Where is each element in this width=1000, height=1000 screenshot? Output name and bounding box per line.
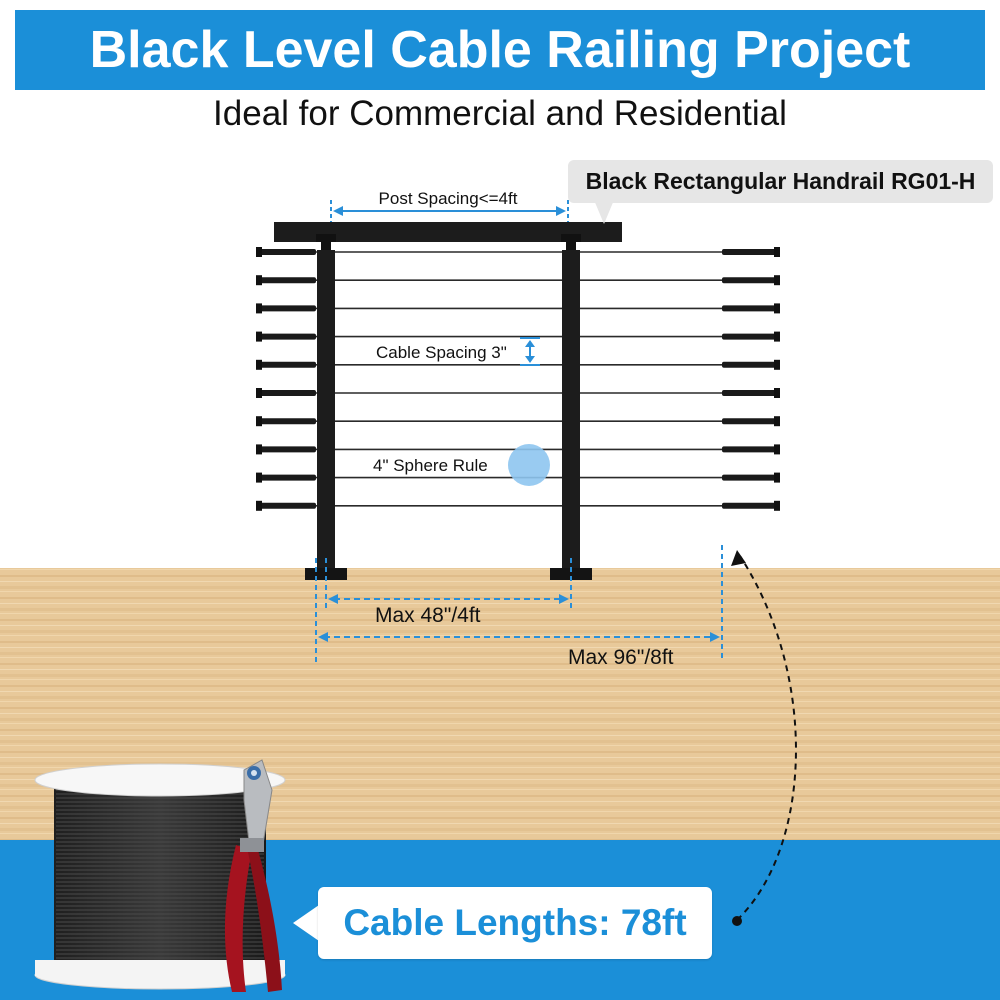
cable-terminal-cap-right xyxy=(774,303,780,314)
cable-terminal-left xyxy=(258,446,316,453)
page-title: Black Level Cable Railing Project xyxy=(89,21,911,79)
handrail-tag: Black Rectangular Handrail RG01-H xyxy=(568,160,993,203)
callout-anchor-dot xyxy=(732,916,742,926)
cable-terminal-left xyxy=(258,249,316,255)
cable-terminal-right xyxy=(722,249,778,255)
cable-terminal-left xyxy=(258,390,316,396)
post-left xyxy=(305,234,347,580)
cable-terminal-cap-right xyxy=(774,275,780,286)
sphere-rule-circle xyxy=(508,444,550,486)
handrail-tag-pointer xyxy=(594,200,614,224)
cable-terminal-right xyxy=(722,446,778,453)
cable-terminal-cap-left xyxy=(256,247,262,257)
cable-terminal-right xyxy=(722,474,778,481)
cable-terminal-right xyxy=(722,277,778,284)
page-subtitle: Ideal for Commercial and Residential xyxy=(213,94,787,133)
max-cable-span-dimension xyxy=(318,632,720,642)
callout-pointer xyxy=(293,905,319,941)
cable-terminal-cap-left xyxy=(256,303,262,314)
cable-terminal-left xyxy=(258,277,316,284)
span-extension-lines xyxy=(315,545,723,662)
cable-spacing-label: Cable Spacing 3" xyxy=(376,343,507,362)
cable-terminal-cap-left xyxy=(256,500,262,511)
cable-terminal-cap-right xyxy=(774,247,780,257)
max-cable-span-label: Max 96"/8ft xyxy=(568,646,674,669)
cable-terminal-right xyxy=(722,305,778,312)
cable-lengths-callout: Cable Lengths: 78ft xyxy=(318,887,712,959)
callout-arrowhead-icon xyxy=(731,550,746,566)
cable-terminal-cap-left xyxy=(256,331,262,342)
cable-terminal-cap-right xyxy=(774,331,780,342)
cable-terminal-right xyxy=(722,418,778,425)
cable-lengths-label: Cable Lengths: 78ft xyxy=(343,902,687,943)
cable-terminal-right xyxy=(722,361,778,368)
cable-terminal-cap-left xyxy=(256,275,262,286)
max-post-span-label: Max 48"/4ft xyxy=(375,604,481,627)
sphere-rule-label: 4" Sphere Rule xyxy=(373,456,488,475)
cable-cutter-icon xyxy=(224,759,282,992)
handrail xyxy=(274,222,622,242)
cable-terminal-cap-left xyxy=(256,416,262,427)
post-spacing-label: Post Spacing<=4ft xyxy=(379,189,518,208)
cable-terminal-cap-right xyxy=(774,416,780,427)
cable-terminal-left xyxy=(258,418,316,425)
cable-terminal-cap-right xyxy=(774,388,780,398)
cable-terminal-left xyxy=(258,502,316,509)
title-banner: Black Level Cable Railing Project xyxy=(15,10,985,90)
cable-terminal-cap-right xyxy=(774,444,780,455)
cable-terminal-right xyxy=(722,502,778,509)
cable-terminal-cap-right xyxy=(774,500,780,511)
cable-terminal-right xyxy=(722,390,778,396)
cable-terminal-left xyxy=(258,474,316,481)
max-post-span-dimension xyxy=(328,594,569,604)
callout-connector-arrow xyxy=(736,555,797,921)
cable-terminal-left xyxy=(258,305,316,312)
cable-terminal-cap-left xyxy=(256,388,262,398)
cable-terminal-cap-left xyxy=(256,472,262,483)
cable-terminal-cap-left xyxy=(256,359,262,370)
cable-spacing-marker xyxy=(520,337,540,366)
cable-terminal-right xyxy=(722,333,778,340)
cable-terminal-left xyxy=(258,361,316,368)
cable-terminal-cap-right xyxy=(774,472,780,483)
handrail-label: Black Rectangular Handrail RG01-H xyxy=(585,168,976,194)
cable-terminal-cap-left xyxy=(256,444,262,455)
post-spacing-dimension xyxy=(330,200,569,222)
cable-terminal-left xyxy=(258,333,316,340)
cable-terminal-cap-right xyxy=(774,359,780,370)
post-right xyxy=(550,234,592,580)
